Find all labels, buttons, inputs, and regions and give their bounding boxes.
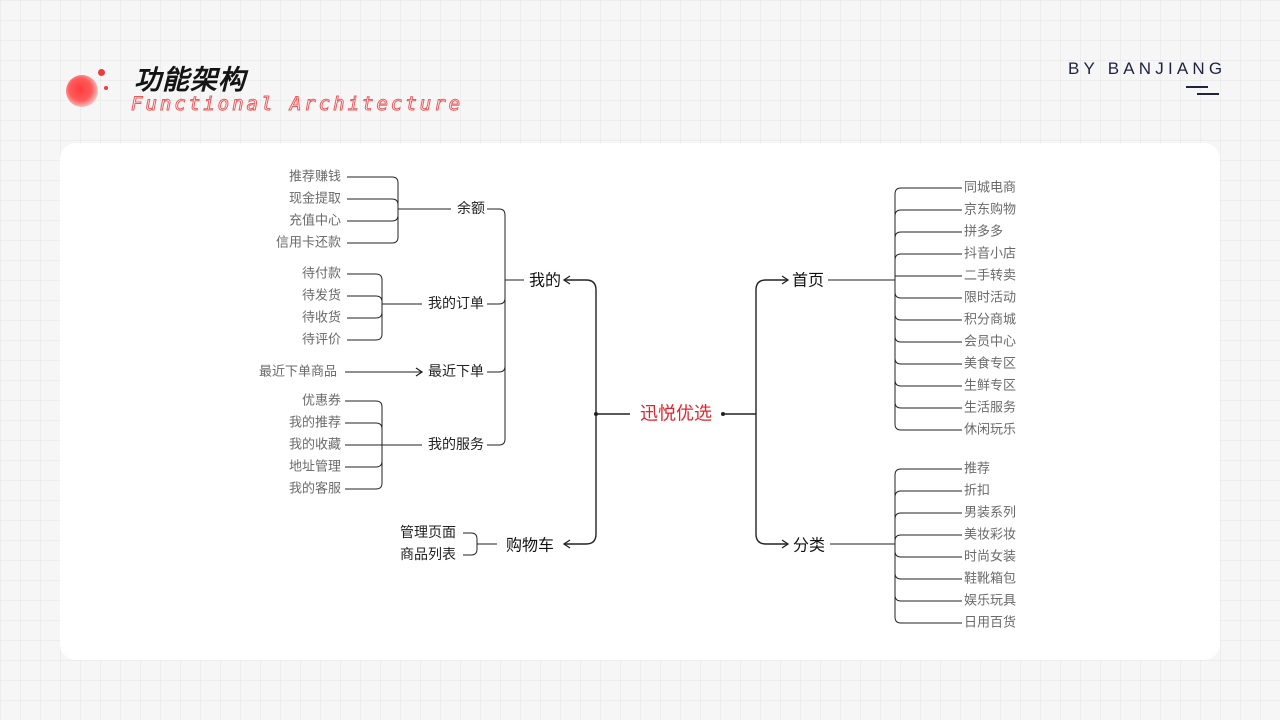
leaf-node: 生鲜专区 [964, 379, 1016, 394]
leaf-node: 拼多多 [964, 224, 1003, 240]
page-subtitle: Functional Architecture [130, 93, 464, 116]
connector-line [564, 279, 597, 414]
leaf-node: 男装系列 [964, 506, 1016, 521]
arrow-head [562, 275, 571, 285]
connector-line [463, 532, 497, 556]
leaf-node: 限时活动 [964, 291, 1016, 306]
leaf-node: 待收货 [302, 310, 341, 326]
connector-line [564, 414, 597, 545]
leaf-node: 时尚女装 [964, 549, 1016, 565]
leaf-node: 二手转卖 [964, 269, 1016, 284]
leaf-node: 充值中心 [289, 213, 341, 229]
leaf-node: 抖音小店 [964, 246, 1016, 262]
leaf-node: 积分商城 [964, 313, 1016, 328]
leaf-node: 休闲玩乐 [964, 423, 1016, 438]
leaf-node: 推荐赚钱 [289, 169, 341, 185]
leaf-node: 我的推荐 [289, 415, 341, 431]
leaf-node: 我的客服 [289, 481, 341, 497]
leaf-node: 待发货 [302, 288, 341, 304]
branch-node: 购物车 [506, 536, 554, 555]
leaf-node: 生活服务 [964, 400, 1016, 416]
logo-dot-small [98, 69, 105, 76]
leaf-node: 优惠券 [302, 393, 341, 409]
arrow-head [415, 367, 424, 377]
leaf-node: 待评价 [302, 333, 341, 348]
connector-line [830, 468, 962, 624]
leaf-node: 现金提取 [289, 191, 341, 207]
logo-dot-large [66, 75, 98, 107]
leaf-node: 折扣 [964, 484, 990, 499]
leaf-node: 待付款 [302, 267, 341, 282]
leaf-node: 信用卡还款 [276, 236, 341, 251]
connector-line [755, 414, 788, 545]
branch-node: 分类 [793, 536, 825, 555]
connector-line [828, 187, 962, 431]
arrow-head [562, 539, 571, 549]
arrow-head [781, 275, 790, 285]
leaf-node: 日用百货 [964, 615, 1016, 631]
decorative-line [1197, 93, 1219, 95]
leaf-node: 我的收藏 [289, 437, 341, 453]
root-node: 迅悦优选 [640, 404, 712, 425]
leaf-node: 地址管理 [289, 460, 341, 475]
leaf-node: 管理页面 [400, 525, 456, 541]
branch-node: 首页 [792, 271, 824, 290]
connector-line [347, 273, 422, 341]
sub-node: 最近下单 [428, 364, 484, 380]
leaf-node: 美食专区 [964, 356, 1016, 372]
leaf-node: 商品列表 [400, 547, 456, 563]
branch-node: 我的 [529, 271, 561, 290]
connector-line [347, 176, 451, 244]
leaf-node: 鞋靴箱包 [964, 571, 1016, 587]
leaf-node: 美妆彩妆 [964, 528, 1016, 543]
connector-line [345, 400, 422, 490]
leaf-node: 娱乐玩具 [964, 594, 1016, 609]
decorative-line [1186, 86, 1208, 88]
leaf-node: 京东购物 [964, 202, 1016, 218]
leaf-node: 最近下单商品 [259, 365, 337, 380]
connector-line [487, 208, 524, 446]
diagram-card [60, 143, 1220, 660]
byline: BY BANJIANG [1068, 59, 1227, 78]
sub-node: 余额 [457, 200, 485, 217]
page-title: 功能架构 [134, 65, 246, 96]
leaf-node: 推荐 [964, 462, 990, 477]
logo-dot-tiny [104, 86, 108, 90]
sub-node: 我的服务 [428, 437, 484, 453]
arrow-head [781, 539, 790, 549]
sub-node: 我的订单 [428, 296, 484, 312]
connector-line [723, 279, 788, 415]
leaf-node: 同城电商 [964, 181, 1016, 196]
leaf-node: 会员中心 [964, 335, 1016, 350]
